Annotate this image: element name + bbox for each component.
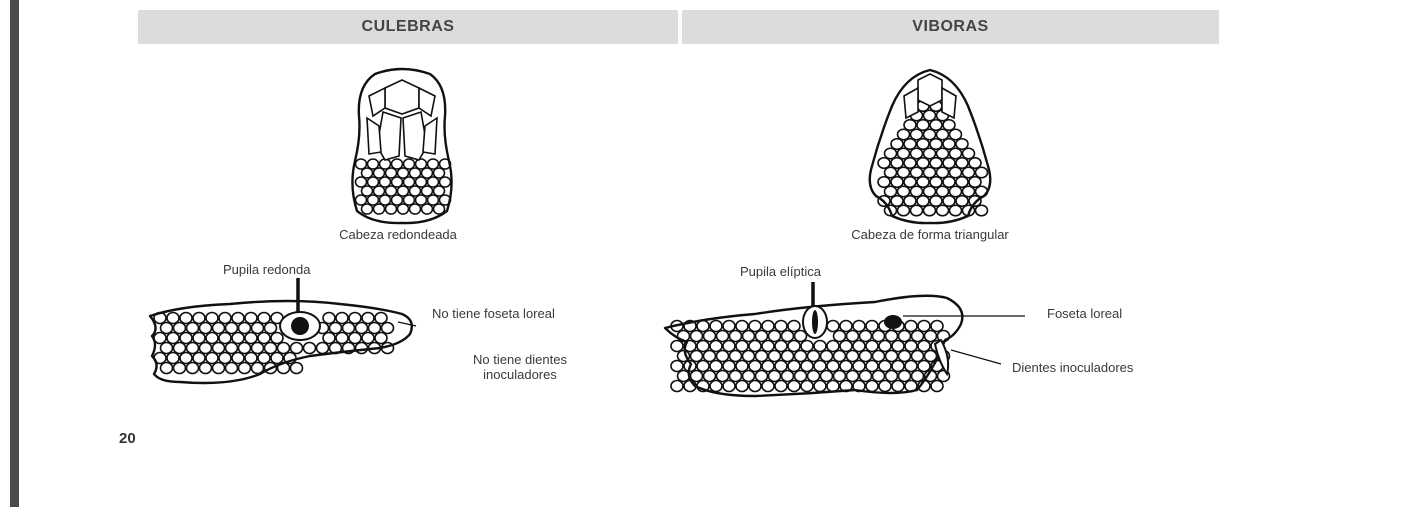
vibora-head-side-illustration [655, 278, 1055, 400]
culebra-top-caption: Cabeza redondeada [318, 227, 478, 242]
header-culebras: CULEBRAS [138, 10, 678, 44]
culebra-pit-label: No tiene foseta loreal [432, 306, 555, 321]
header-viboras-label: VIBORAS [912, 18, 988, 36]
vibora-top-caption: Cabeza de forma triangular [820, 227, 1040, 242]
left-margin-bar [10, 0, 19, 507]
vibora-fangs-label: Dientes inoculadores [1012, 360, 1133, 375]
header-viboras: VIBORAS [682, 10, 1219, 44]
header-culebras-label: CULEBRAS [362, 18, 455, 36]
culebra-fangs-label-line2: inoculadores [445, 367, 595, 382]
vibora-head-top-illustration [860, 66, 1000, 226]
culebra-fangs-label-line1: No tiene dientes [445, 352, 595, 367]
page-number: 20 [119, 430, 136, 447]
culebra-fangs-label: No tiene dientes inoculadores [445, 352, 595, 382]
culebra-pupil-label: Pupila redonda [223, 262, 310, 277]
vibora-pupil-label: Pupila elíptica [740, 264, 821, 279]
culebra-head-top-illustration [335, 66, 470, 226]
vibora-pit-label: Foseta loreal [1047, 306, 1122, 321]
culebra-head-side-illustration [140, 278, 430, 390]
